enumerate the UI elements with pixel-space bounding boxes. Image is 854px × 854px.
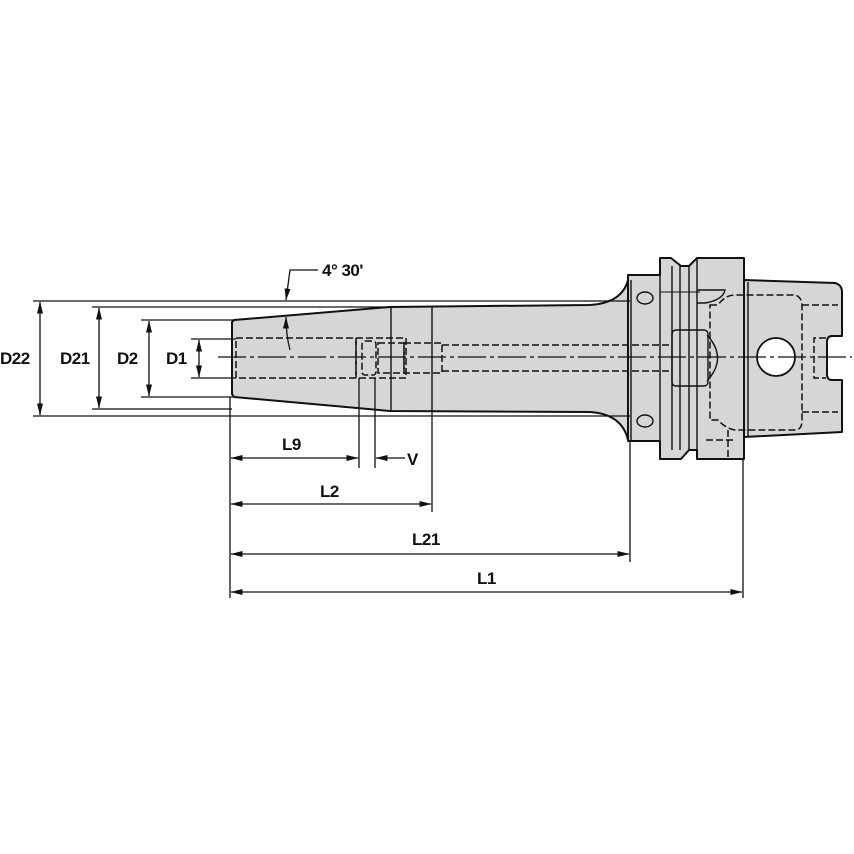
holder-body xyxy=(231,257,843,460)
label-angle: 4° 30' xyxy=(322,261,363,280)
flange xyxy=(627,257,745,460)
label-d22: D22 xyxy=(0,349,30,368)
angle-dimension: 4° 30' xyxy=(283,261,364,351)
diameter-dimensions: D22 D21 D2 D1 xyxy=(0,300,630,417)
bolt-hole-top xyxy=(636,291,654,305)
hidden-lines xyxy=(235,294,838,459)
label-d1: D1 xyxy=(166,349,187,368)
label-v: V xyxy=(407,450,419,469)
label-l9: L9 xyxy=(282,435,301,454)
bolt-hole-bottom xyxy=(636,414,654,428)
edges xyxy=(390,258,749,459)
length-dimensions: L9 V L2 L21 L1 xyxy=(229,378,744,598)
label-d21: D21 xyxy=(60,349,90,368)
label-l21: L21 xyxy=(412,530,440,549)
label-d2: D2 xyxy=(117,349,138,368)
label-l1: L1 xyxy=(477,569,496,588)
label-l2: L2 xyxy=(320,482,339,501)
